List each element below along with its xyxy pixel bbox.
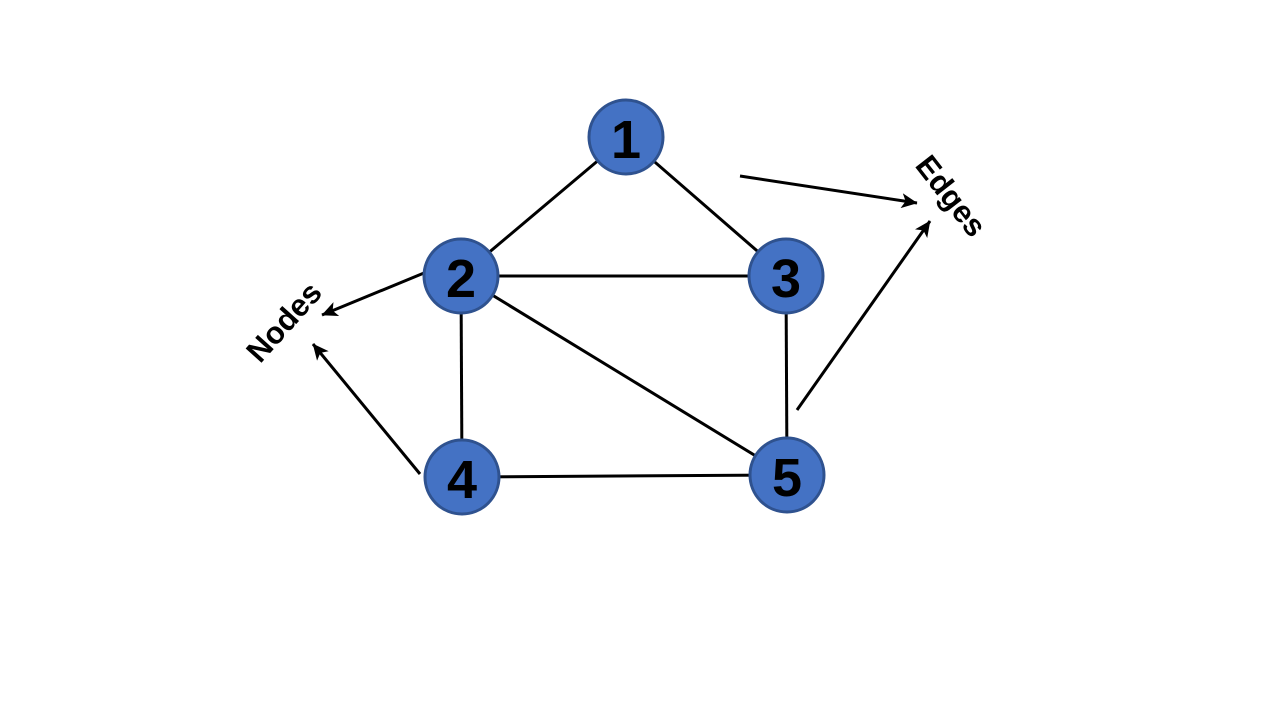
edges-layer (459, 135, 789, 479)
node-3-circle (747, 237, 825, 315)
annotation-arrow-edges-1 (739, 174, 918, 209)
edge-2-5 (460, 274, 788, 477)
node-2: 2 (422, 237, 500, 315)
edge-4-5 (461, 473, 788, 479)
annotation-arrow-nodes-1 (321, 271, 425, 317)
node-4-label: 4 (447, 450, 477, 510)
node-4: 4 (423, 438, 501, 516)
node-1: 1 (587, 98, 665, 176)
node-1-circle (587, 98, 665, 176)
node-5-label: 5 (772, 448, 802, 508)
node-3-label: 3 (771, 249, 801, 309)
node-5: 5 (748, 436, 826, 514)
annotation-arrow-edges-2 (795, 220, 932, 411)
annotation-labels-layer: Nodes Edges (239, 149, 993, 369)
node-3: 3 (747, 237, 825, 315)
node-1-label: 1 (611, 110, 641, 170)
nodes-layer: 1 2 3 4 5 (422, 98, 826, 516)
annotation-label-nodes: Nodes (239, 275, 328, 369)
node-4-circle (423, 438, 501, 516)
node-2-circle (422, 237, 500, 315)
annotation-arrow-nodes-2 (311, 343, 422, 475)
node-5-circle (748, 436, 826, 514)
annotation-label-edges: Edges (909, 149, 994, 244)
node-2-label: 2 (446, 249, 476, 309)
annotation-arrows-layer (311, 174, 932, 475)
